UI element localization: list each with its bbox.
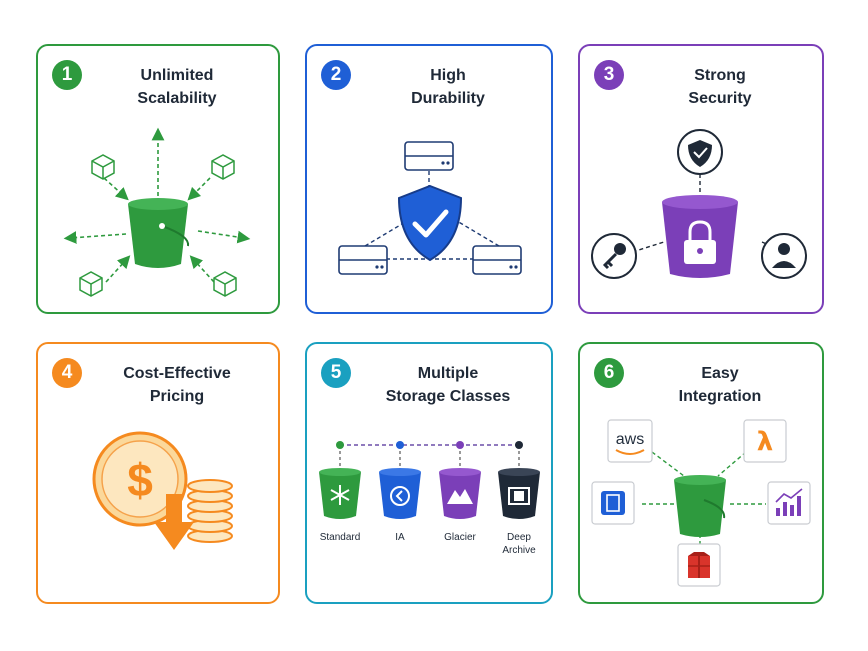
aws-logo-text: aws: [616, 431, 644, 448]
lambda-icon: λ: [743, 419, 787, 463]
storage-bucket-ia: [379, 468, 421, 519]
pricing-illustration: $: [92, 431, 233, 550]
storage-bucket-deep-archive: [498, 468, 540, 519]
server-icon: [338, 141, 522, 275]
card-number-badge: 5: [321, 358, 351, 388]
card-multiple-storage-classes: 5 Multiple Storage Classes: [305, 342, 553, 604]
security-illustration: [591, 129, 807, 279]
arrow-down-icon: [154, 494, 194, 550]
storage-class-label: IA: [395, 532, 405, 543]
card-title: Easy Integration: [678, 365, 762, 405]
card-number-badge: 6: [594, 358, 624, 388]
card-title: Unlimited Scalability: [137, 67, 217, 107]
coin-stack-icon: [187, 479, 233, 543]
bucket-icon: [674, 475, 726, 537]
card-easy-integration: 6 Easy Integration aws λ: [578, 342, 824, 604]
durability-illustration: [338, 141, 522, 275]
card-unlimited-scalability: 1 Unlimited Scalability: [36, 44, 280, 314]
storage-service-icon: [677, 543, 721, 587]
card-title: Cost-Effective Pricing: [123, 365, 231, 405]
card-title: Multiple Storage Classes: [385, 365, 511, 405]
svg-text:λ: λ: [757, 427, 773, 457]
card-title: High Durability: [411, 67, 485, 107]
archive-box-icon: [508, 487, 530, 505]
scalability-illustration: [63, 127, 251, 297]
bucket-icon: [128, 198, 190, 268]
integration-hub-icon: aws λ: [591, 419, 811, 587]
storage-class-label: Standard: [320, 532, 361, 543]
snowflake-icon: [330, 485, 350, 505]
storage-bucket-standard: [319, 468, 361, 519]
device-icon: [591, 481, 635, 525]
analytics-chart-icon: [767, 481, 811, 525]
card-number-badge: 1: [52, 60, 82, 90]
user-icon: [761, 233, 807, 279]
card-cost-effective-pricing: 4 Cost-Effective Pricing $: [36, 342, 280, 604]
card-high-durability: 2 High Durability: [305, 44, 553, 314]
svg-text:$: $: [127, 454, 153, 506]
clock-arrow-icon: [390, 486, 410, 506]
dollar-coin-icon: $: [92, 431, 188, 527]
key-icon: [591, 233, 637, 279]
cube-icon: [79, 154, 237, 297]
card-title: Strong Security: [688, 67, 752, 107]
aws-logo-icon: aws: [607, 419, 653, 463]
shield-check-icon: [677, 129, 723, 175]
shield-check-icon: [397, 184, 463, 262]
storage-bucket-glacier: [439, 468, 481, 519]
card-number-badge: 3: [594, 60, 624, 90]
card-number-badge: 2: [321, 60, 351, 90]
mountain-icon: [447, 489, 473, 504]
padlock-icon: [662, 195, 738, 278]
card-number-badge: 4: [52, 358, 82, 388]
card-strong-security: 3 Strong Security: [578, 44, 824, 314]
storage-class-label: Glacier: [444, 532, 476, 543]
